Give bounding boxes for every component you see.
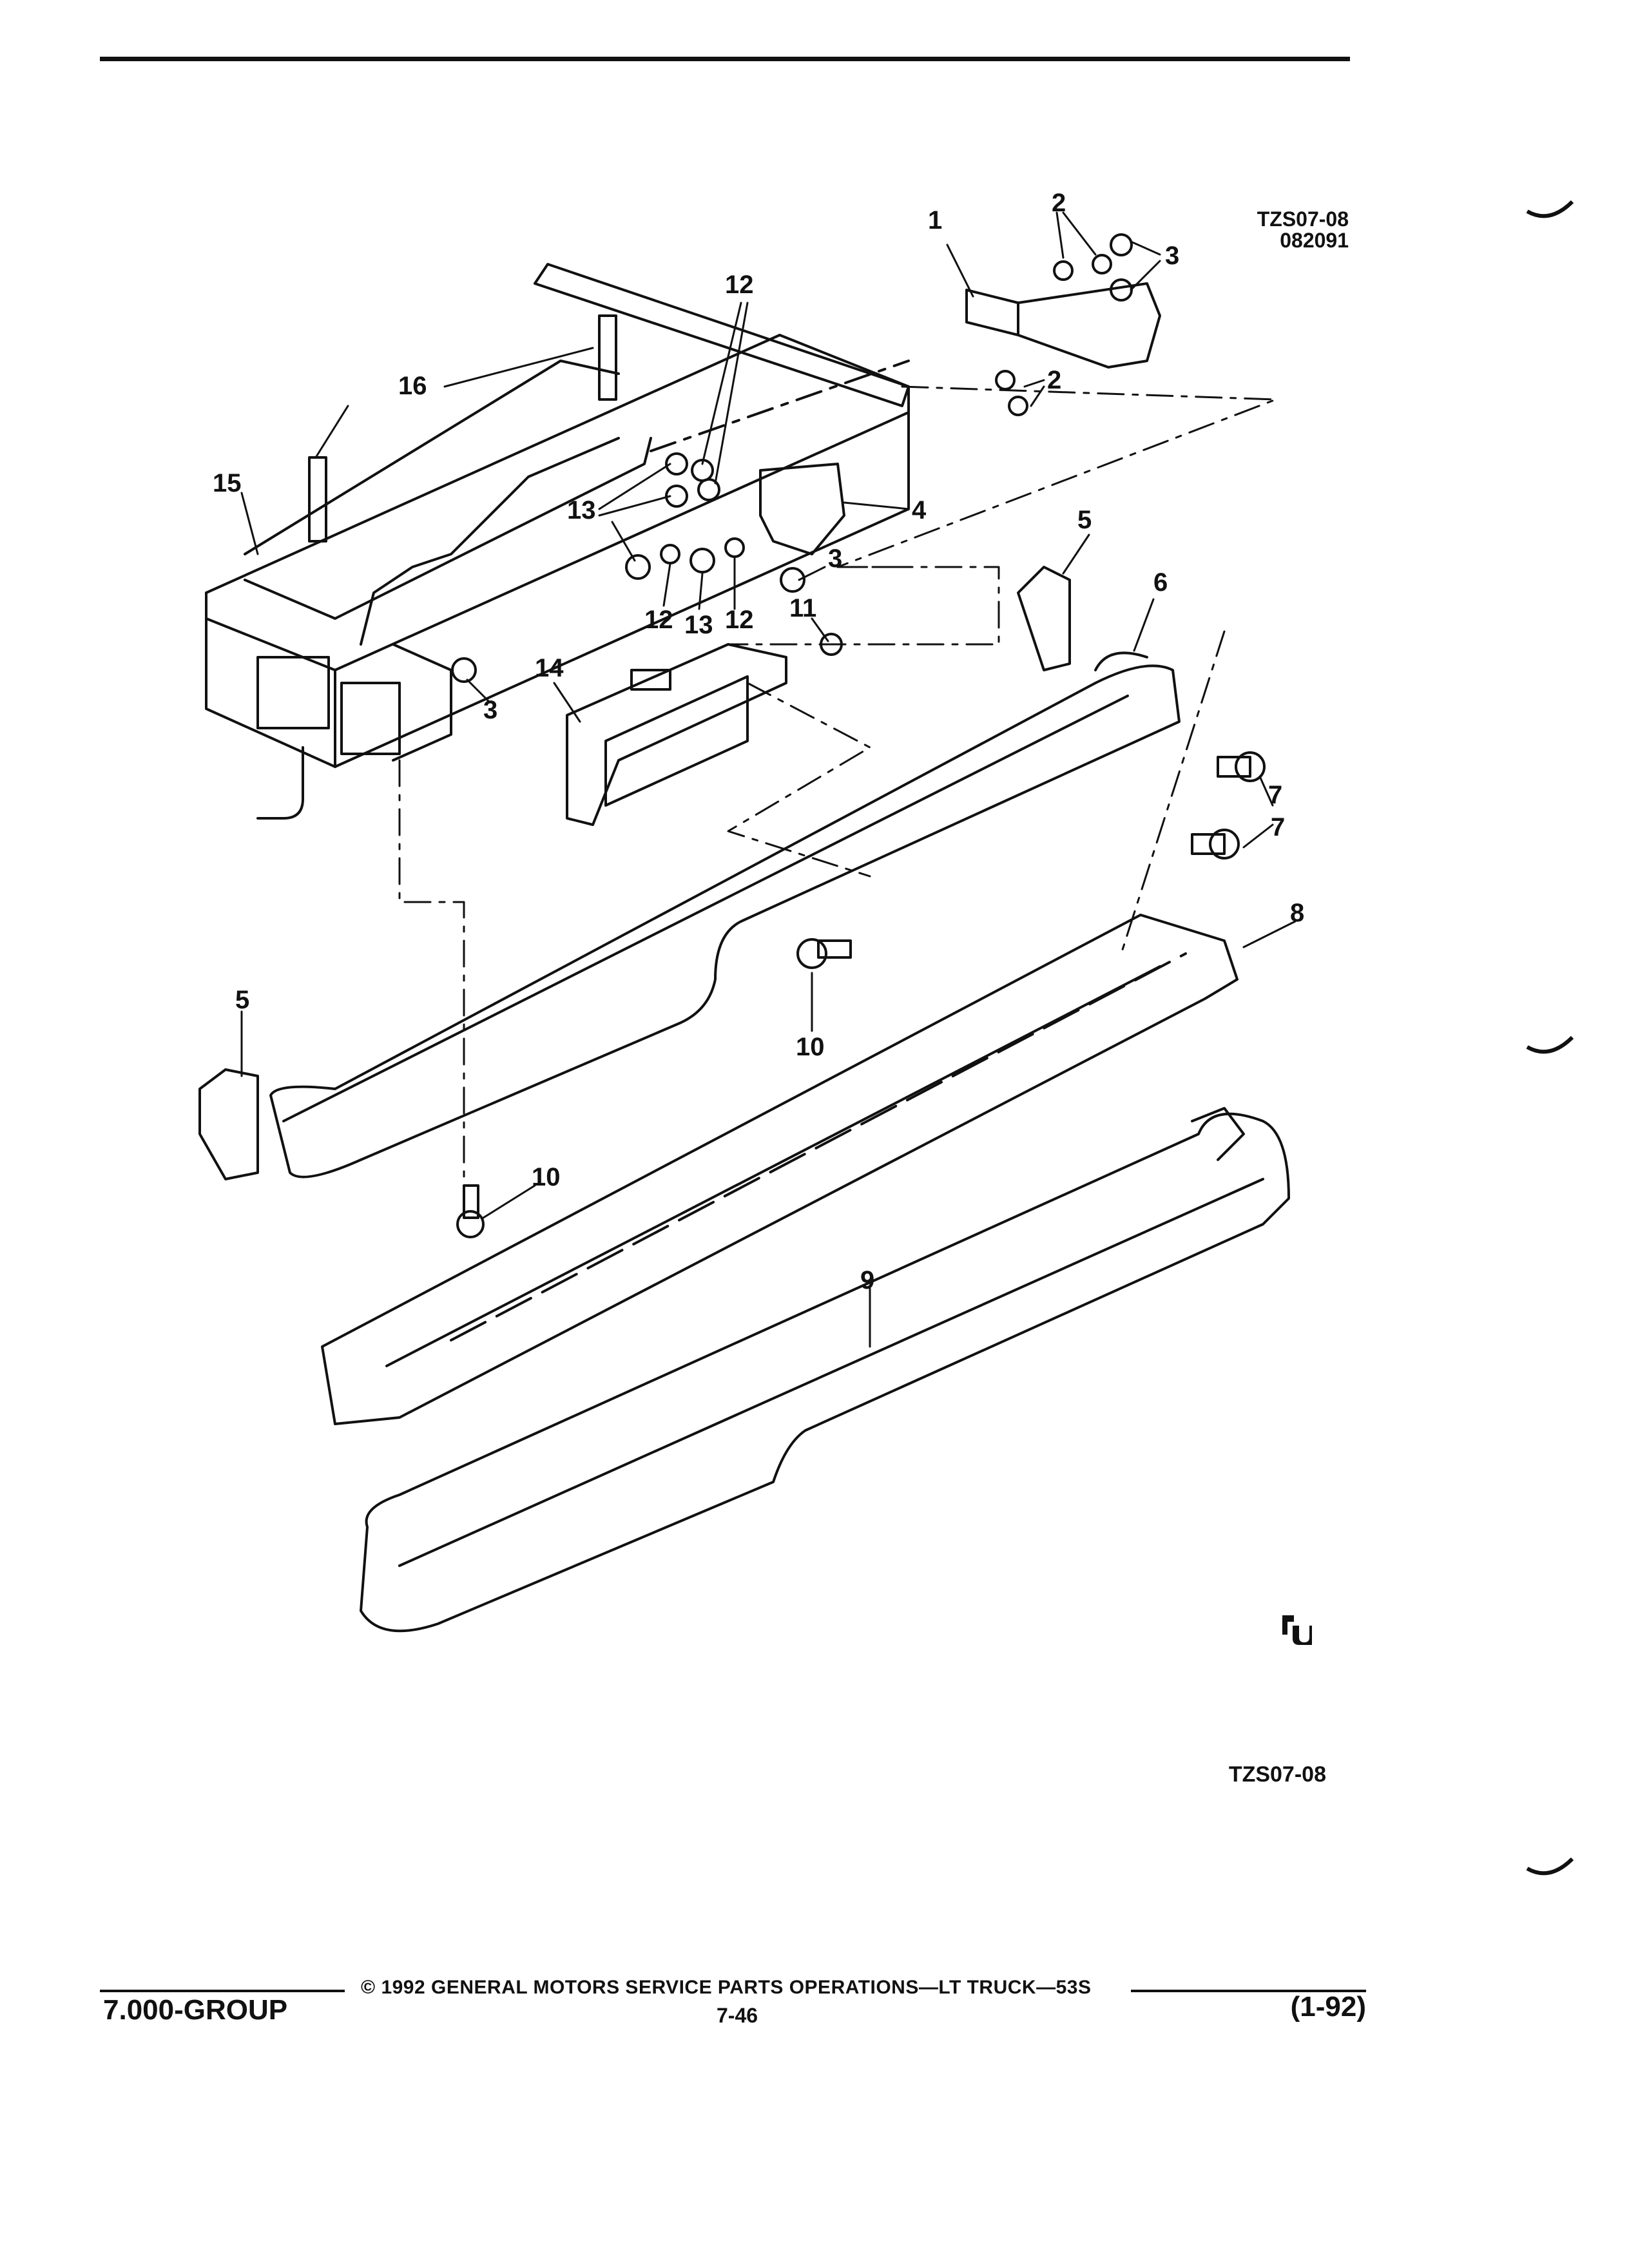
pad-5-lower (198, 1068, 259, 1180)
callout-label: 3 (828, 544, 843, 573)
callout-label: 12 (644, 606, 673, 634)
bumper-9 (360, 1107, 1290, 1633)
callout-label: 7 (1268, 781, 1283, 809)
callout-label: 11 (789, 594, 817, 622)
callout-label: 2 (1047, 366, 1062, 394)
license-bracket-14 (566, 643, 787, 826)
illustration-ref-code: TZS07-08 (1257, 207, 1349, 231)
bracket-1 (965, 282, 1161, 369)
binder-mark-icon (1526, 1857, 1574, 1876)
callout-label: 5 (235, 986, 250, 1014)
page-number: 7-46 (717, 2004, 758, 2027)
callout-label: 10 (532, 1163, 561, 1191)
binder-mark-icon (1526, 200, 1574, 218)
gm-logo-icon (1281, 1614, 1313, 1646)
callout-label: 4 (912, 496, 927, 524)
callout-label: 10 (796, 1033, 825, 1061)
alignment-lines (398, 385, 1277, 1180)
callout-label: 2 (1052, 189, 1066, 217)
illustration-ref-date: 082091 (1280, 229, 1349, 252)
callout-label: 3 (483, 696, 498, 724)
callout-label: 14 (535, 654, 564, 682)
callout-label: 12 (725, 271, 754, 299)
callout-label: 16 (398, 372, 427, 400)
step-pad-8 (321, 914, 1239, 1425)
callout-label: 9 (860, 1266, 875, 1294)
callout-label: 8 (1290, 899, 1305, 927)
header-rule (100, 57, 1350, 61)
callout-label: 1 (928, 206, 943, 235)
binder-mark-icon (1526, 1035, 1574, 1054)
footer-rule-right (1131, 1990, 1366, 1992)
footer-date: (1-92) (1290, 1991, 1366, 2023)
figure-ref-code: TZS07-08 (1228, 1762, 1326, 1787)
footer-rule-left (100, 1990, 345, 1992)
callout-label: 6 (1153, 568, 1168, 597)
callout-label: 15 (213, 469, 242, 497)
callout-label: 5 (1077, 506, 1092, 534)
pad-5-upper (1017, 566, 1071, 671)
callout-label: 13 (567, 496, 596, 524)
footer-group: 7.000-GROUP (103, 1994, 288, 2026)
footer-copyright: © 1992 GENERAL MOTORS SERVICE PARTS OPER… (361, 1977, 1092, 1998)
callout-label: 7 (1271, 813, 1286, 841)
callout-label: 3 (1165, 242, 1180, 270)
callout-label: 13 (684, 611, 713, 639)
bumper-face-6 (269, 651, 1181, 1178)
callout-label: 12 (725, 606, 754, 634)
bracket-4 (759, 463, 845, 555)
fasteners (308, 233, 1266, 1238)
callout-leaders (240, 211, 1296, 1348)
